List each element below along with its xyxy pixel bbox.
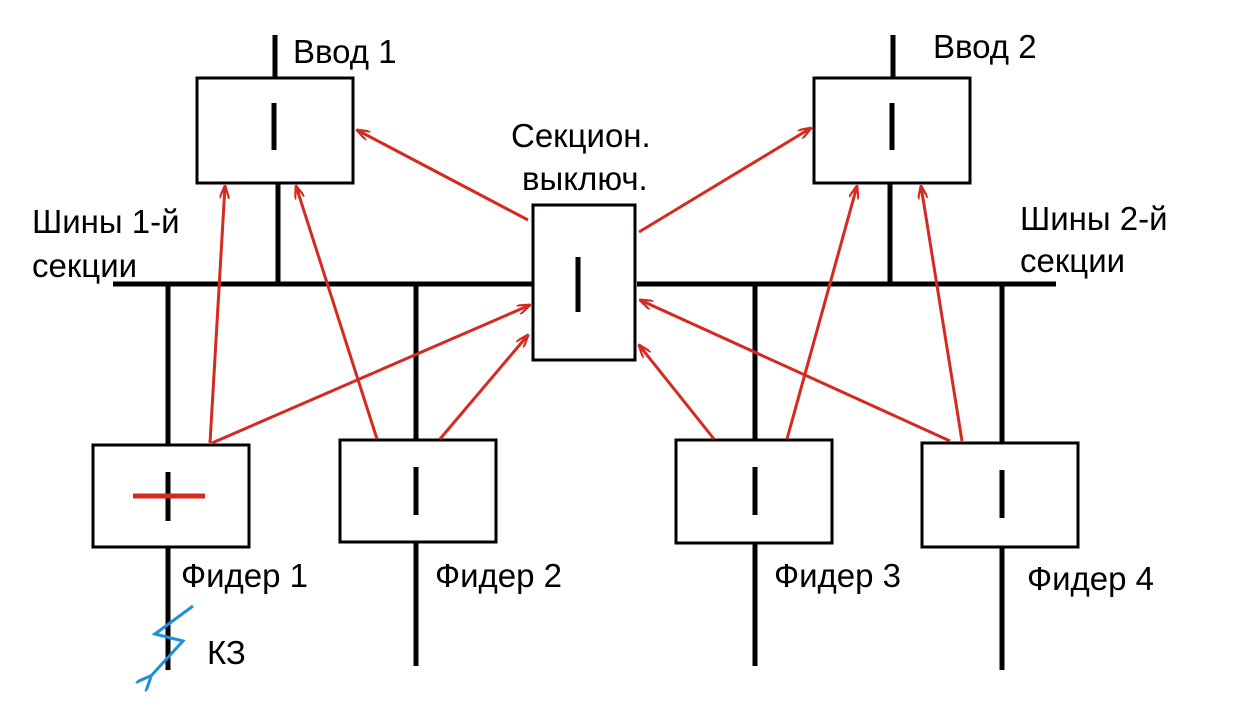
- arrow-feeder3-to-input2: [785, 186, 857, 440]
- breaker-input2: [812, 76, 972, 185]
- breaker-feeder4: [920, 441, 1080, 549]
- breaker-feeder2: [338, 438, 498, 544]
- arrow-sectional-to-input2: [638, 128, 811, 234]
- label-feeder3: Фидер 3: [774, 557, 901, 594]
- feeder-lines: [165, 284, 1005, 670]
- breaker-input1: [195, 76, 355, 185]
- arrow-sectional-to-input1: [357, 130, 529, 222]
- label-sectional-line1: Секцион.: [511, 117, 651, 154]
- label-feeder1: Фидер 1: [181, 557, 308, 594]
- breaker-sectional-box: [531, 203, 637, 362]
- arrow-feeder2-to-input1: [296, 186, 379, 440]
- signal-arrows: [208, 128, 964, 445]
- label-bus2-line2: секции: [1020, 242, 1125, 279]
- fault-lightning-icon: [150, 604, 194, 677]
- label-sectional-line2: выключ.: [522, 160, 648, 197]
- label-bus1-line2: секции: [32, 247, 137, 284]
- label-bus1-line1: Шины 1-й: [32, 203, 180, 240]
- label-bus2-line1: Шины 2-й: [1020, 200, 1168, 237]
- label-feeder4: Фидер 4: [1027, 560, 1154, 597]
- arrow-feeder4-to-sectional: [640, 300, 951, 443]
- arrow-feeder3-to-sectional: [639, 345, 716, 440]
- label-input2: Ввод 2: [933, 28, 1037, 65]
- label-input1: Ввод 1: [293, 33, 397, 70]
- input-lines: [272, 35, 896, 284]
- label-fault: КЗ: [207, 634, 246, 671]
- breaker-feeder1: [91, 443, 251, 549]
- breaker-sectional: [531, 203, 637, 362]
- breaker-feeder3: [674, 438, 834, 545]
- arrow-feeder1-to-sectional: [211, 305, 530, 445]
- label-feeder2: Фидер 2: [435, 557, 562, 594]
- arrow-feeder4-to-input2: [921, 186, 964, 442]
- arrow-feeder2-to-sectional: [438, 335, 528, 440]
- breaker-feeder4-box: [920, 441, 1080, 549]
- arrow-feeder1-to-input1: [208, 186, 225, 444]
